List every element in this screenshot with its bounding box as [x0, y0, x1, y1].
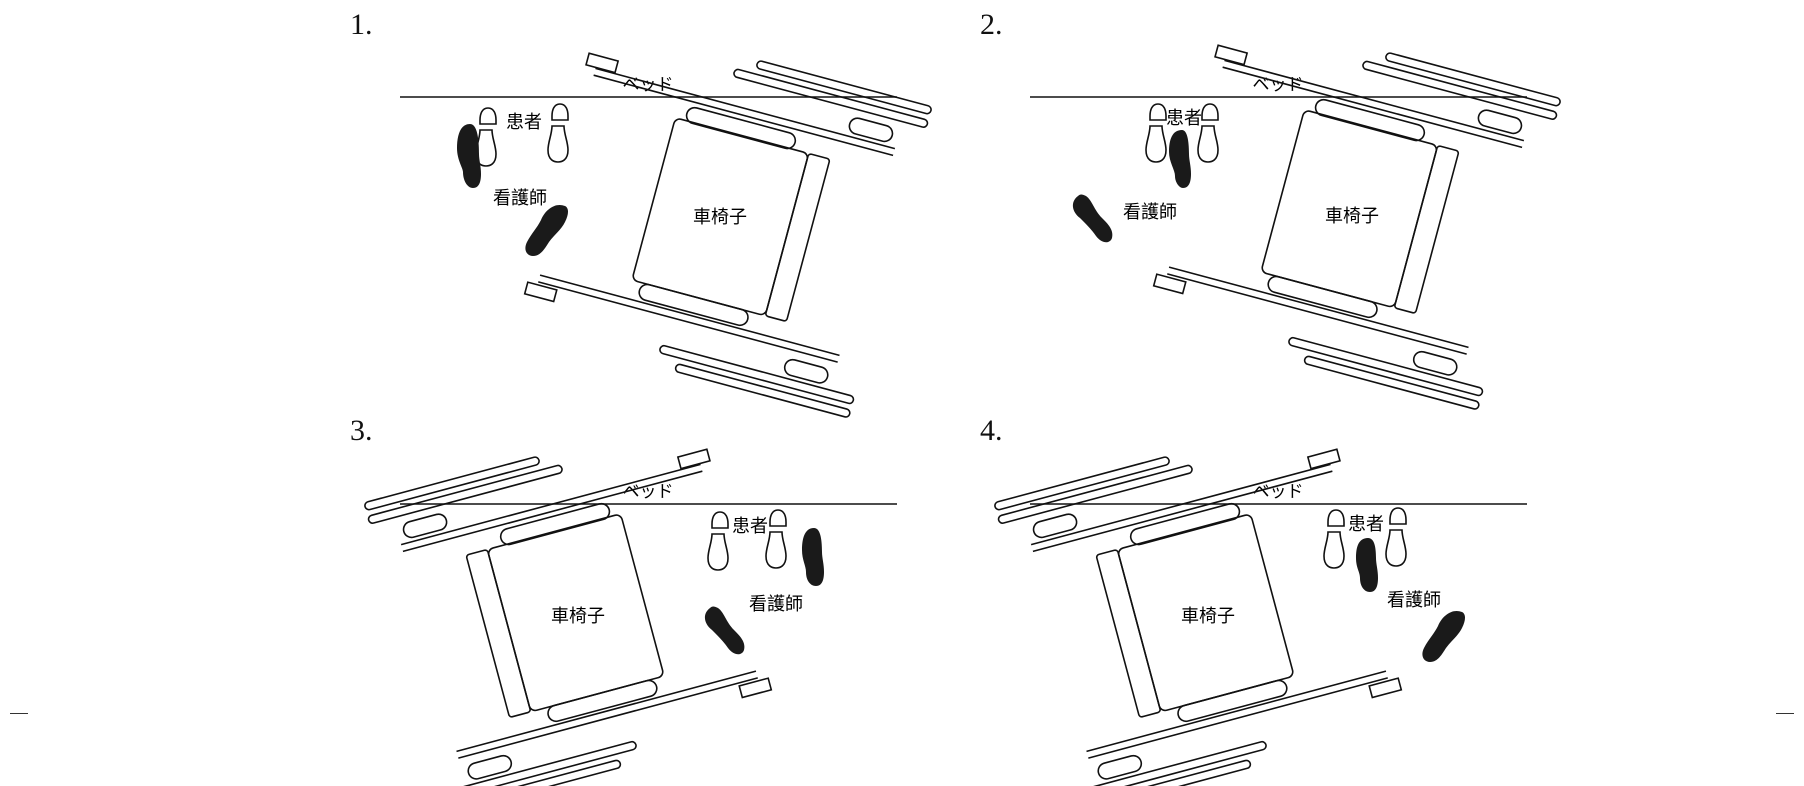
nurse-foot-a — [1169, 130, 1191, 188]
right-edge-mark — [1776, 713, 1794, 714]
wheelchair-label: 車椅子 — [551, 606, 605, 627]
wheelchair-label: 車椅子 — [1325, 206, 1379, 227]
patient-left-foot — [707, 511, 729, 571]
nurse-foot-a — [1356, 538, 1378, 592]
layout-diagram: ベッド 車椅子 患者 看護師 — [1030, 44, 1561, 410]
patient-right-foot — [1197, 103, 1219, 163]
option-number: 3. — [350, 414, 373, 447]
patient-feet — [475, 103, 569, 167]
nurse-feet — [1356, 538, 1465, 662]
layout-diagram: ベッド 車椅子 患者 — [400, 52, 932, 418]
nurse-feet — [457, 124, 568, 256]
patient-label: 患者 — [506, 112, 542, 133]
nurse-foot-a — [802, 528, 824, 586]
nurse-label: 看護師 — [493, 188, 547, 209]
bed-label: ベッド — [1253, 75, 1304, 95]
wheelchair — [1152, 44, 1561, 410]
option-number: 4. — [980, 414, 1003, 447]
nurse-foot-b — [525, 204, 568, 256]
nurse-label: 看護師 — [749, 594, 803, 615]
nurse-label: 看護師 — [1123, 202, 1177, 223]
patient-right-foot — [1385, 507, 1407, 567]
nurse-foot-b — [704, 606, 745, 655]
option-number: 2. — [980, 8, 1003, 41]
nurse-foot-b — [1422, 610, 1465, 662]
option-panel-3: 3. ベッド 車椅子 患者 — [340, 406, 940, 786]
nurse-foot-a — [457, 124, 481, 188]
bed-label: ベッド — [623, 482, 674, 502]
option-number: 1. — [350, 8, 373, 41]
wheelchair — [994, 448, 1403, 786]
wheelchair-label: 車椅子 — [693, 207, 747, 228]
patient-left-foot — [1145, 103, 1167, 163]
patient-right-foot — [547, 103, 569, 163]
layout-diagram: ベッド 車椅子 患者 看護師 — [994, 448, 1527, 786]
option-panel-1: 1. ベッド 車椅子 — [340, 0, 940, 418]
bed-label: ベッド — [623, 75, 674, 95]
patient-label: 患者 — [1166, 108, 1202, 129]
nurse-foot-b — [1072, 194, 1113, 243]
layout-diagram: ベッド 車椅子 患者 看護師 — [364, 448, 897, 786]
left-edge-mark — [10, 713, 28, 714]
bed-label: ベッド — [1253, 482, 1304, 502]
patient-right-foot — [765, 509, 787, 569]
patient-left-foot — [1323, 509, 1345, 569]
nurse-label: 看護師 — [1387, 590, 1441, 611]
patient-feet — [707, 509, 787, 571]
patient-feet — [1145, 103, 1219, 163]
patient-feet — [1323, 507, 1407, 569]
nurse-feet — [1072, 130, 1191, 243]
patient-label: 患者 — [1348, 514, 1384, 535]
wheelchair — [523, 52, 932, 418]
patient-label: 患者 — [732, 516, 768, 537]
nurse-feet — [704, 528, 824, 655]
option-panel-2: 2. ベッド 車椅子 患者 — [970, 0, 1570, 410]
wheelchair — [364, 448, 773, 786]
wheelchair-label: 車椅子 — [1181, 606, 1235, 627]
option-panel-4: 4. ベッド 車椅子 患者 — [970, 406, 1570, 786]
